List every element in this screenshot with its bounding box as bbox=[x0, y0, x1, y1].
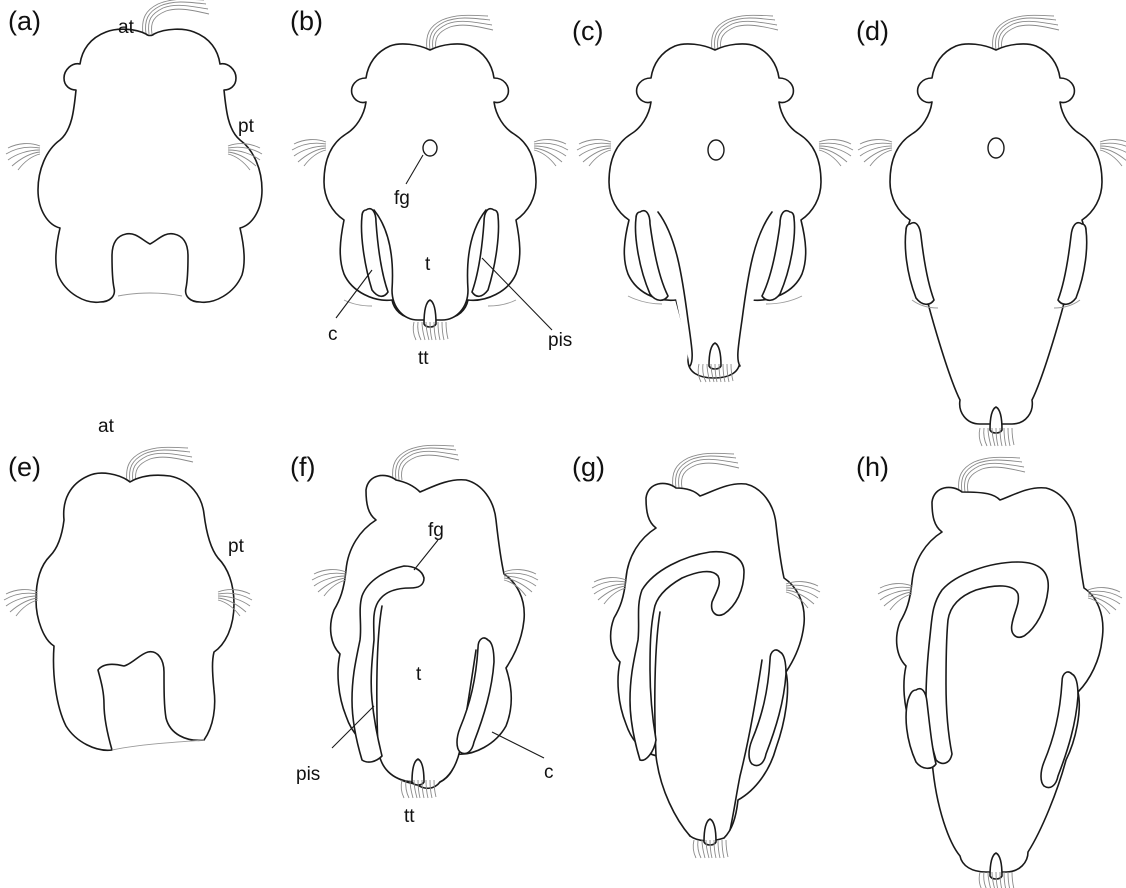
label-tt: tt bbox=[418, 348, 429, 369]
panel-a: (a) at pt bbox=[6, 0, 262, 302]
larva-outline bbox=[890, 44, 1102, 424]
label-pt: pt bbox=[238, 116, 255, 137]
prototroch-left bbox=[858, 140, 892, 166]
panel-g: (g) bbox=[572, 452, 820, 858]
panel-h: (h) bbox=[856, 452, 1122, 888]
prototroch-left bbox=[312, 570, 346, 596]
label-fg: fg bbox=[428, 520, 444, 541]
label-t: t bbox=[416, 664, 422, 685]
prototroch-left bbox=[292, 140, 326, 166]
panel-c: (c) bbox=[572, 15, 853, 382]
label-at: at bbox=[98, 416, 115, 437]
label-t: t bbox=[425, 254, 431, 275]
label-c: c bbox=[328, 324, 338, 345]
apical-tuft bbox=[673, 453, 739, 488]
panel-label-c: (c) bbox=[572, 16, 603, 46]
panel-f: (f) fg t pis c tt bbox=[290, 445, 554, 827]
panel-b: (b) fg t c pis tt bbox=[290, 6, 572, 369]
panel-label-a: (a) bbox=[8, 6, 41, 36]
label-fg: fg bbox=[394, 188, 410, 209]
label-pis: pis bbox=[548, 330, 572, 351]
panel-label-e: (e) bbox=[8, 452, 41, 482]
foregut bbox=[708, 140, 724, 160]
panel-label-b: (b) bbox=[290, 6, 323, 36]
label-pis: pis bbox=[296, 764, 320, 785]
prototroch-right bbox=[1100, 140, 1126, 166]
prototroch-right bbox=[534, 140, 568, 166]
label-at: at bbox=[118, 17, 135, 38]
panel-label-f: (f) bbox=[290, 452, 315, 482]
label-pt: pt bbox=[228, 536, 245, 557]
ciliated-base bbox=[488, 300, 516, 306]
foregut bbox=[423, 140, 437, 156]
leader-c bbox=[492, 732, 544, 758]
prototroch-left bbox=[6, 144, 40, 170]
apical-tuft bbox=[393, 445, 459, 480]
panel-e: (e) at pt bbox=[4, 416, 252, 750]
panel-d: (d) bbox=[856, 15, 1126, 446]
larva-outline bbox=[38, 29, 262, 302]
prototroch-left bbox=[4, 590, 38, 616]
panel-label-g: (g) bbox=[572, 452, 605, 482]
label-tt: tt bbox=[404, 806, 415, 827]
prototroch-left bbox=[592, 578, 626, 604]
panel-label-h: (h) bbox=[856, 452, 889, 482]
panel-label-d: (d) bbox=[856, 16, 889, 46]
ciliated-base bbox=[118, 293, 182, 296]
foregut bbox=[988, 138, 1004, 158]
larva-outline bbox=[36, 473, 234, 750]
prototroch-left bbox=[577, 140, 611, 166]
label-c: c bbox=[544, 762, 554, 783]
ciliated-base bbox=[112, 740, 204, 750]
prototroch-right bbox=[819, 140, 853, 166]
apical-tuft bbox=[959, 457, 1025, 492]
